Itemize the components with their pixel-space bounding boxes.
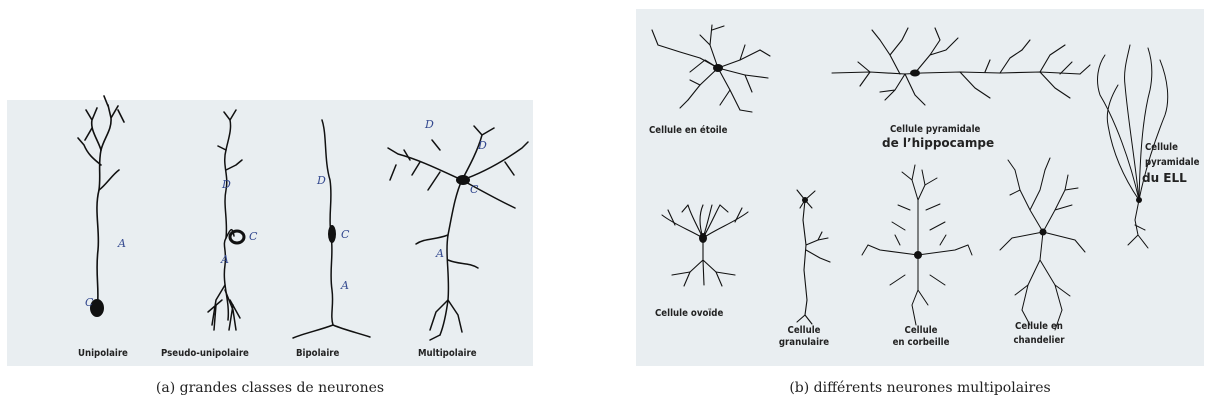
hippocampal-pyramidal-cell-drawing [832,28,1090,105]
label-cellule-ovoide: Cellule ovoïde [655,308,723,319]
label-cellule-en-etoile: Cellule en étoile [649,125,727,136]
label-cellule-granulaire: Cellule granulaire [766,325,842,348]
label-cellule-en-chandelier: Cellule en chandelier [994,321,1084,346]
label-granulaire-line2: granulaire [771,337,836,348]
ell-pyramidal-soma [1136,197,1142,203]
caption-b: (b) différents neurones multipolaires [636,380,1204,396]
caption-a: (a) grandes classes de neurones [7,380,533,396]
ovoid-cell-soma [699,233,707,243]
ovoid-cell-drawing [662,205,748,286]
label-chandelier-line2: chandelier [1000,335,1077,346]
label-corbeille-line2: en corbeille [882,337,959,348]
granule-cell-drawing [797,190,830,324]
hippocampal-pyramidal-soma [910,70,920,77]
label-corbeille-line1: Cellule [882,325,959,336]
chandelier-cell-drawing [1000,158,1085,330]
chandelier-cell-soma [1040,229,1047,236]
label-pyramidale-ell-line1: Cellule [1145,142,1178,153]
label-cellule-en-corbeille: Cellule en corbeille [876,325,966,348]
star-cell-soma [713,64,723,72]
star-cell-drawing [652,25,770,112]
granule-cell-soma [802,197,808,203]
label-pyramidale-ell-line3: du ELL [1142,171,1187,185]
basket-cell-drawing [862,165,972,325]
label-pyramidale-hippocampe-line2: de l’hippocampe [882,136,994,150]
basket-cell-soma [914,251,922,259]
label-pyramidale-ell-line2: pyramidale [1145,157,1199,168]
label-pyramidale-hippocampe-line1: Cellule pyramidale [890,124,980,135]
label-chandelier-line1: Cellule en [1000,321,1077,332]
label-granulaire-line1: Cellule [771,325,836,336]
